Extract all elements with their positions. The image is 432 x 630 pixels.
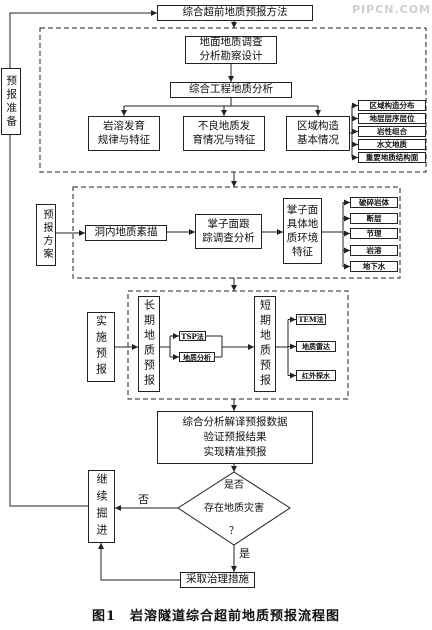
adverse-geology-box: 不良地质发 育情况与特征 [183, 116, 265, 151]
tem-method-label: TEM法 [298, 315, 324, 324]
regional-structure-box: 区域构造 基本情况 [286, 116, 350, 151]
synthesis-box: 综合分析解译预报数据 验证预报结果 实现精准预报 [157, 411, 313, 464]
loop-arrow-to-method [9, 10, 157, 507]
face-environment-box: 掌子面 具体地 质环境 特征 [283, 198, 322, 264]
survey-box: 地面地质调查 分析勘察设计 [185, 36, 277, 64]
short-term-forecast-box: 短期地质预报 [254, 296, 276, 392]
face-item: 断层 [350, 213, 398, 224]
synthesis-line-3: 实现精准预报 [203, 446, 267, 459]
face-item: 岩溶 [350, 245, 398, 256]
regional-item-label: 地层层序层位 [369, 113, 415, 123]
regional-item-label: 重要地质结构面 [365, 152, 419, 162]
exec-box: 实施预报 [87, 312, 115, 382]
plan-label: 预报方案 [41, 209, 52, 261]
regional-line-1: 区域构造 [297, 119, 339, 132]
survey-line-1: 地面地质调查 [199, 36, 263, 49]
watermark: PIPCN.COM [352, 3, 432, 16]
gpr-method-label: 地质雷达 [302, 342, 330, 351]
continue-label: 继续掘进 [95, 472, 108, 541]
gpr-method-box: 地质雷达 [296, 341, 336, 352]
prep-box: 预报准备 [1, 68, 21, 135]
decision-line-3: ？ [229, 526, 239, 537]
analysis-label: 综合工程地质分析 [189, 83, 273, 96]
face-item-label: 断层 [366, 213, 382, 223]
decision-line-2: 存在地质灾害 [204, 503, 264, 514]
regional-item: 地层层序层位 [358, 113, 426, 124]
infrared-method-box: 红外探水 [296, 370, 336, 381]
tem-method-box: TEM法 [296, 314, 326, 325]
long-term-forecast-box: 长期地质预报 [138, 296, 160, 392]
adverse-line-1: 不良地质发 [197, 119, 251, 132]
exec-label: 实施预报 [94, 315, 108, 379]
face-env-line-1: 掌子面 [286, 203, 319, 216]
synthesis-line-2: 验证预报结果 [203, 430, 267, 443]
regional-item-label: 水文地质 [377, 139, 407, 149]
tsp-method-box: TSP法 [179, 331, 206, 341]
karst-line-1: 岩溶发育 [103, 119, 145, 132]
face-item: 地下水 [350, 261, 398, 272]
geology-analysis-label: 地质分析 [183, 352, 211, 362]
geology-analysis-box: 地质分析 [179, 352, 215, 362]
regional-item: 水文地质 [358, 139, 426, 150]
short-term-label: 短期地质预报 [258, 299, 272, 389]
karst-box: 岩溶发育 规律与特征 [88, 116, 160, 151]
face-item-label: 地下水 [362, 261, 386, 271]
long-term-label: 长期地质预报 [142, 299, 156, 389]
face-tracking-line-2: 踪调查分析 [202, 231, 255, 244]
regional-item: 区域构造分布 [358, 100, 426, 111]
measures-label: 采取治理措施 [186, 573, 249, 586]
plan-box: 预报方案 [36, 204, 56, 266]
face-item: 节理 [350, 228, 398, 239]
method-title: 综合超前地质预报方法 [182, 6, 288, 19]
face-env-line-4: 特征 [292, 246, 313, 259]
face-tracking-line-1: 掌子面跟 [207, 217, 250, 230]
method-title-box: 综合超前地质预报方法 [157, 5, 313, 21]
regional-item: 岩性组合 [358, 126, 426, 137]
decision-line-1: 是否 [224, 480, 244, 491]
stage1-dashed-frame [39, 27, 427, 173]
no-label: 否 [138, 493, 149, 506]
adverse-line-2: 育情况与特征 [192, 133, 256, 146]
regional-item: 重要地质结构面 [358, 152, 426, 163]
infrared-method-label: 红外探水 [302, 371, 330, 380]
analysis-box: 综合工程地质分析 [170, 82, 292, 98]
tsp-method-label: TSP法 [181, 331, 204, 341]
figure-caption: 图1 岩溶隧道综合超前地质预报流程图 [91, 609, 341, 624]
face-tracking-box: 掌子面跟 踪调查分析 [195, 214, 262, 249]
regional-line-2: 基本情况 [297, 133, 339, 146]
face-item-label: 岩溶 [366, 245, 382, 255]
face-env-line-3: 质环境 [286, 232, 319, 244]
face-item-label: 节理 [366, 228, 382, 238]
stage2-dashed-frame [72, 186, 401, 279]
tunnel-sketch-box: 洞内地质素描 [85, 225, 167, 241]
karst-line-2: 规律与特征 [97, 133, 151, 146]
prep-label: 预报准备 [5, 74, 18, 129]
face-env-line-2: 具体地 [286, 217, 319, 230]
regional-item-label: 岩性组合 [377, 126, 407, 136]
synthesis-line-1: 综合分析解译预报数据 [182, 415, 288, 428]
tunnel-sketch-label: 洞内地质素描 [94, 226, 158, 239]
face-item: 破碎岩体 [350, 197, 398, 208]
survey-line-2: 分析勘察设计 [199, 50, 263, 62]
continue-box: 继续掘进 [88, 470, 115, 543]
regional-item-label: 区域构造分布 [369, 100, 415, 110]
stage3-dashed-frame [127, 290, 349, 400]
face-item-label: 破碎岩体 [359, 197, 389, 207]
arrow-measures-to-continue [98, 543, 180, 581]
decision-text: 是否 存在地质灾害 ？ [180, 481, 288, 537]
yes-label: 是 [239, 547, 250, 560]
measures-box: 采取治理措施 [180, 572, 255, 588]
